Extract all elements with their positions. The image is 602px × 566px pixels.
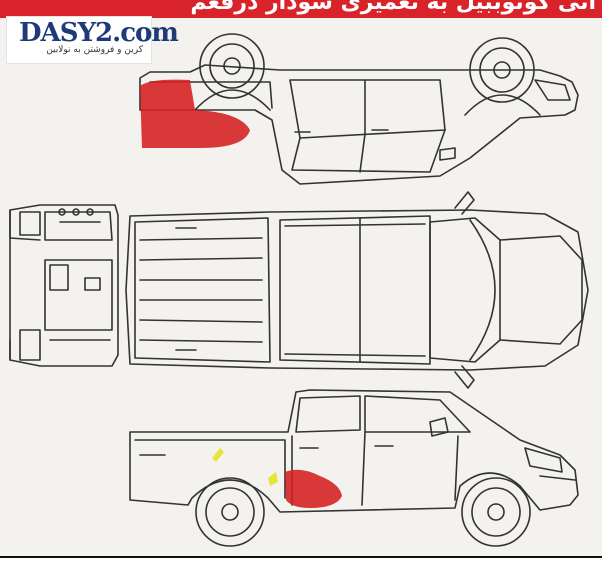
logo-brand-suffix: .com [112, 18, 179, 48]
damage-marks [140, 79, 342, 508]
logo-tagline: کرین و فروشتن به نولابین [46, 45, 143, 55]
banner-title: اتی کوتوببیل به تعمیری سودار درفعم [190, 0, 596, 15]
damage-yellow-2 [268, 472, 278, 486]
bottom-border [0, 556, 602, 566]
side-view-bottom [129, 389, 579, 547]
site-logo: DASY2.com کرین و فروشتن به نولابین [6, 16, 179, 64]
header-banner: اتی کوتوببیل به تعمیری سودار درفعم [0, 0, 602, 18]
logo-brand-main: DASY2 [19, 18, 113, 48]
damage-red-top-rear [140, 79, 250, 148]
top-view [125, 191, 589, 389]
rear-view [9, 204, 119, 367]
logo-wordmark: DASY2.com [19, 18, 179, 48]
side-view-top [139, 33, 579, 185]
damage-yellow-1 [212, 448, 224, 462]
damage-red-bottom-door [285, 469, 342, 508]
